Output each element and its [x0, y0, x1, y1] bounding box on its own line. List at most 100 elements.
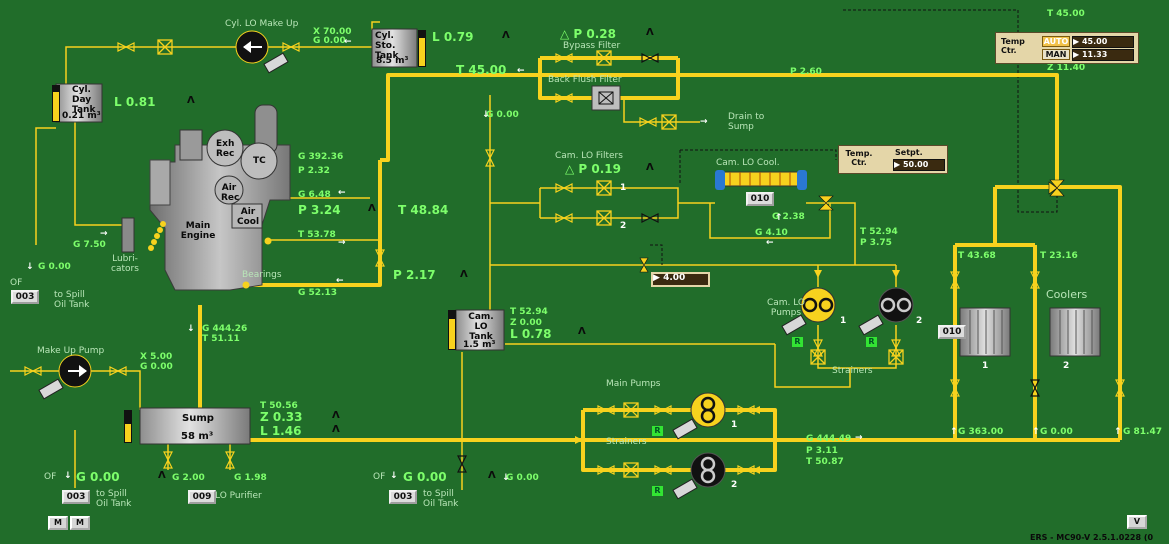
spill-tank-tag-1[interactable]: 003	[11, 290, 39, 304]
overflow-label-3: OF	[373, 472, 386, 482]
reading-p260: P 2.60	[790, 67, 822, 77]
cam-lo-tank	[448, 309, 505, 351]
cam-lo-filters-title: Cam. LO Filters	[555, 151, 623, 161]
overflow-label-2: OF	[44, 472, 57, 482]
reading-p217: P 2.17	[393, 268, 436, 282]
lo-purifier-tag[interactable]: 009	[188, 490, 216, 504]
flow-arrow-icon: ↓	[187, 324, 195, 334]
alarm-marker: Λ	[368, 203, 376, 214]
cam-lo-cooler	[715, 170, 807, 190]
to-spill-label-2: to Spill Oil Tank	[96, 489, 132, 509]
reading-g0-bottom-left: G 0.00	[76, 470, 120, 484]
reading-g392: G 392.36	[298, 152, 344, 162]
temp-setpoint-value: 45.00	[1081, 37, 1108, 46]
main-pump-2-number: 2	[731, 480, 738, 490]
flow-arrow-icon: ↓	[64, 471, 72, 481]
reading-z1140: Z 11.40	[1047, 63, 1086, 73]
alarm-marker: Λ	[578, 326, 586, 337]
flow-arrow-icon: ←	[344, 37, 352, 47]
alarm-marker: Λ	[332, 424, 340, 435]
lubricator-points	[148, 221, 272, 289]
cyl-sto-tank	[371, 28, 426, 68]
valve-setpoint-field[interactable]: ▶ 4.00	[651, 272, 710, 287]
reading-g44449: G 444.49	[806, 434, 852, 444]
menu-button-1[interactable]: M	[48, 516, 68, 530]
reading-g238: G 2.38	[772, 212, 805, 222]
reading-t5378: T 53.78	[298, 230, 336, 240]
strainers-cam-title: Strainers	[832, 366, 873, 376]
flow-arrow-icon: ↓	[26, 262, 34, 272]
reading-dp019: △ P 0.19	[565, 162, 621, 176]
spill-tank-tag-3[interactable]: 003	[389, 490, 417, 504]
sump-temp: T 50.56	[260, 401, 298, 411]
spill-tank-tag-2[interactable]: 003	[62, 490, 90, 504]
reading-t2316: T 23.16	[1040, 251, 1078, 261]
setpoint-label: Setpt.	[895, 148, 923, 157]
cam-lo-tank-z: Z 0.00	[510, 318, 542, 328]
cam-cooler-tag[interactable]: 010	[746, 192, 774, 206]
flow-arrow-icon: ←	[336, 276, 344, 286]
cyl-sto-tank-level: L 0.79	[432, 30, 474, 44]
cooler-tag[interactable]: 010	[938, 325, 966, 339]
temp-setpoint-field[interactable]: ▶ 45.00	[1072, 36, 1134, 48]
cyl-day-tank	[52, 83, 103, 123]
temp-output-field[interactable]: ▶ 11.33	[1072, 49, 1134, 61]
flow-arrow-icon: ↑	[1114, 427, 1122, 437]
sump-z: Z 0.33	[260, 410, 303, 424]
reading-p324: P 3.24	[298, 203, 341, 217]
reading-g0-left: G 0.00	[38, 262, 71, 272]
auto-mode-button[interactable]: AUTO	[1042, 36, 1070, 47]
sump-tank	[124, 407, 251, 445]
reading-g363: G 363.00	[958, 427, 1004, 437]
flow-arrow-icon: ↓	[482, 110, 490, 120]
cam-setpoint-value: 50.00	[902, 160, 929, 169]
temp-output-value: 11.33	[1081, 50, 1108, 59]
drain-to-sump-label: Drain to Sump	[728, 112, 765, 132]
sump-name: Sump	[182, 413, 214, 424]
coolers-title: Coolers	[1046, 288, 1088, 301]
to-spill-label-3: to Spill Oil Tank	[423, 489, 459, 509]
reading-g0-bottom-center-2: G 0.00	[506, 473, 539, 483]
reading-t45-corner: T 45.00	[1047, 9, 1085, 19]
cam-lo-tank-temp: T 52.94	[510, 307, 548, 317]
air-rec-label: Air Rec	[221, 183, 240, 203]
menu-button-2[interactable]: M	[70, 516, 90, 530]
flow-arrow-icon: ↓	[502, 473, 510, 483]
coolers	[959, 307, 1101, 357]
makeup-pump-title: Make Up Pump	[37, 346, 105, 356]
backflush-filter-title: Back Flush Filter	[548, 75, 622, 85]
main-pump-1-number: 1	[731, 420, 738, 430]
reading-p311: P 3.11	[806, 446, 838, 456]
alarm-marker: Λ	[646, 27, 654, 38]
play-icon: ▶	[1073, 50, 1080, 59]
sump-volume: 58 m³	[181, 431, 214, 442]
view-button[interactable]: V	[1127, 515, 1147, 529]
cyl-lo-makeup-title: Cyl. LO Make Up	[225, 19, 299, 29]
reading-t5111: T 51.11	[202, 334, 240, 344]
cyl-sto-tank-volume: 8.5 m³	[376, 56, 409, 66]
temp-controller-label: Temp Ctr.	[1001, 37, 1025, 55]
flow-arrow-icon: →	[338, 238, 346, 248]
play-icon: ▶	[1073, 37, 1080, 46]
cam-lo-tank-level: L 0.78	[510, 327, 552, 341]
cam-lo-cooler-title: Cam. LO Cool.	[716, 158, 780, 168]
cam-lo-tank-volume: 1.5 m³	[463, 340, 496, 350]
reading-t45-top: T 45.00	[456, 63, 507, 77]
main-pumps-title: Main Pumps	[606, 379, 661, 389]
cam-filter-1-number: 1	[620, 183, 627, 193]
cam-lo-pumps-title: Cam. LO Pumps	[766, 298, 806, 318]
remote-indicator-cam-pump-2: R	[866, 337, 877, 347]
manual-mode-button[interactable]: MAN	[1042, 49, 1070, 60]
cam-setpoint-field[interactable]: ▶ 50.00	[893, 159, 945, 171]
cam-filter-2-number: 2	[620, 221, 627, 231]
tc-label: TC	[253, 156, 266, 166]
air-cool-label: Air Cool	[236, 207, 260, 227]
alarm-marker: Λ	[158, 470, 166, 481]
cam-lo-tank-name: Cam. LO Tank	[468, 312, 494, 342]
alarm-marker: Λ	[488, 470, 496, 481]
to-spill-label-1: to Spill Oil Tank	[54, 290, 90, 310]
reading-g0-cyl: G 0.00	[313, 36, 346, 46]
reading-g410: G 4.10	[755, 228, 788, 238]
